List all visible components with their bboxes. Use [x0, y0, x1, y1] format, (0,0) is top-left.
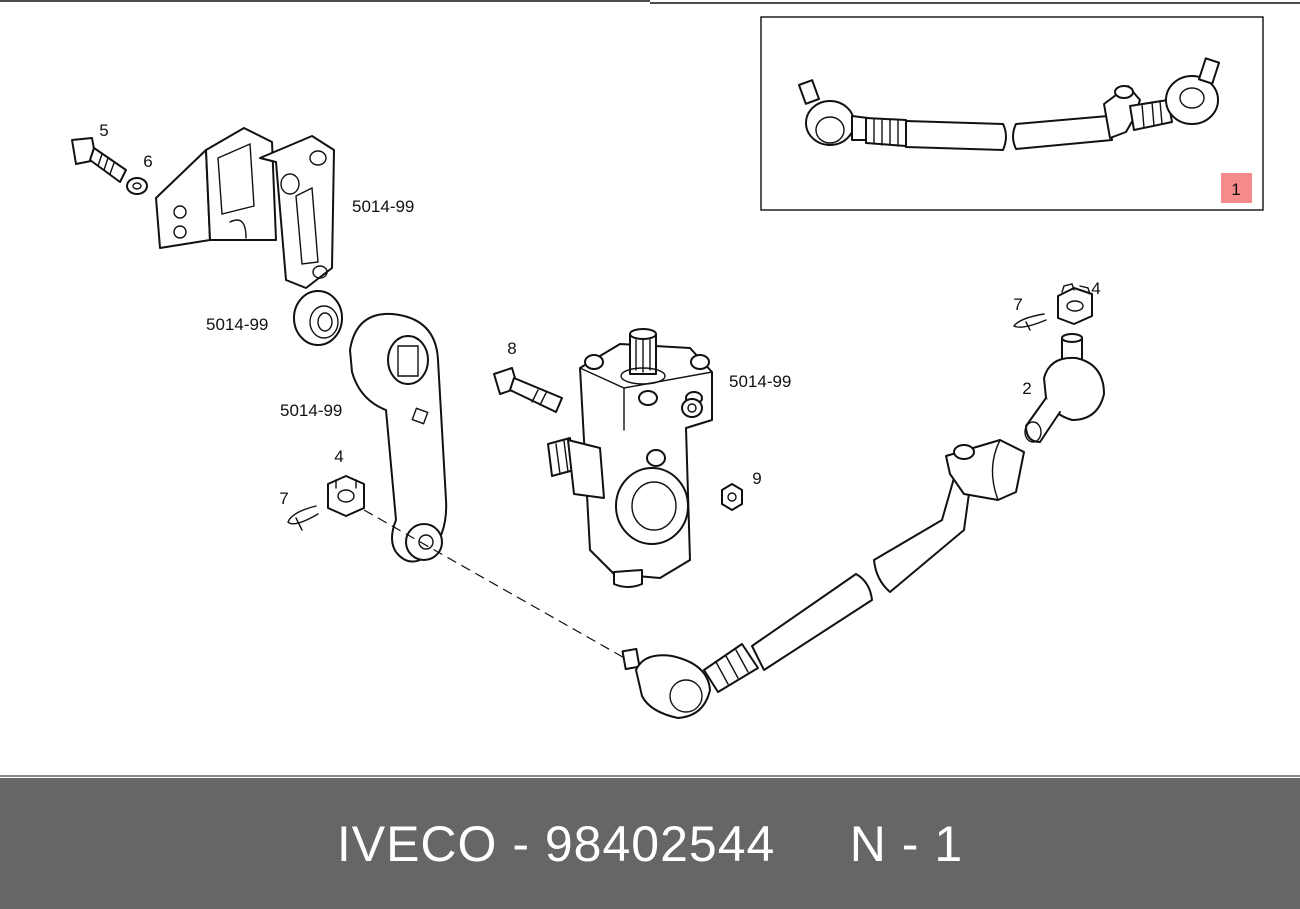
ref-pitman-arm: 5014-99: [280, 401, 342, 420]
ref-bracket: 5014-99: [352, 197, 414, 216]
ref-bushing: 5014-99: [206, 315, 268, 334]
callout-9: 9: [752, 469, 761, 488]
callout-5: 5: [99, 121, 108, 140]
footer-bar: IVECO - 98402544 N - 1: [0, 778, 1300, 909]
parts-diagram: 1 5 6 5014-99 5014-99: [0, 0, 1300, 777]
steering-gearbox: [547, 328, 713, 588]
steering-bracket: [155, 127, 335, 289]
castle-nut-4-right: [1057, 283, 1093, 325]
callout-7-left: 7: [279, 489, 288, 508]
cotter-pin-7-right: [1012, 313, 1047, 331]
assembly-guide-line: [363, 509, 629, 661]
bolt-5: [71, 137, 127, 183]
nut-9: [721, 483, 743, 511]
castle-nut-4-left: [327, 475, 365, 517]
inset-badge-label: 1: [1231, 180, 1240, 199]
callout-8: 8: [507, 339, 516, 358]
ref-gearbox: 5014-99: [729, 372, 791, 391]
callout-6: 6: [143, 152, 152, 171]
footer-part-number: IVECO - 98402544 N - 1: [336, 815, 964, 872]
inset-badge-bg: [1221, 173, 1252, 203]
tie-rod-main: [621, 439, 1025, 719]
callout-2: 2: [1022, 379, 1031, 398]
washer-6: [126, 177, 148, 195]
callout-4-left: 4: [334, 447, 343, 466]
ball-joint-2: [1024, 333, 1105, 443]
callout-4-right: 4: [1091, 279, 1100, 298]
pitman-arm: [349, 312, 448, 563]
cotter-pin-7-left: [287, 505, 319, 531]
inset-tie-rod-assembly: [798, 57, 1221, 151]
bolt-8: [493, 367, 563, 413]
callout-7-right: 7: [1013, 295, 1022, 314]
bushing: [293, 290, 343, 346]
